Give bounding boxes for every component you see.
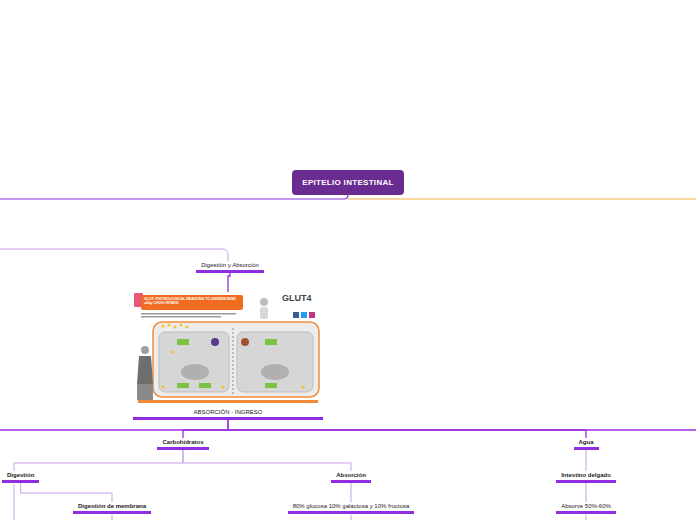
branch-connector bbox=[21, 483, 112, 502]
node-text: Digestión bbox=[7, 472, 34, 478]
branch-connector bbox=[228, 273, 230, 292]
topic-node: Carbohidratos bbox=[157, 438, 208, 450]
node-text: EPITELIO INTESTINAL bbox=[302, 178, 393, 187]
transporter bbox=[265, 383, 277, 388]
figure bbox=[137, 384, 153, 400]
glucose-dots bbox=[161, 323, 304, 388]
text-line bbox=[141, 316, 221, 318]
transporter bbox=[265, 339, 277, 345]
figure bbox=[141, 346, 149, 354]
node-text: Absorción bbox=[336, 472, 366, 478]
junction bbox=[233, 328, 234, 396]
social-icon bbox=[293, 312, 299, 318]
central-topic: EPITELIO INTESTINAL bbox=[292, 170, 403, 195]
branch-line bbox=[586, 515, 587, 520]
protein bbox=[241, 338, 249, 346]
branch-line bbox=[351, 515, 352, 520]
branch-connector bbox=[586, 450, 587, 471]
person-icon bbox=[260, 307, 268, 319]
topic-node: Intestino delgado bbox=[556, 471, 616, 483]
nucleus bbox=[261, 364, 289, 380]
branch-line bbox=[112, 515, 113, 520]
node-text: ABSORCIÓN - INGRESO bbox=[133, 409, 323, 415]
node-text: Agua bbox=[579, 439, 594, 445]
branch-connector bbox=[183, 420, 228, 438]
branch-connector bbox=[183, 450, 351, 471]
footer-bar bbox=[138, 400, 318, 403]
social-icon bbox=[309, 312, 315, 318]
node-text: Intestino delgado bbox=[561, 472, 611, 478]
glut-illustration bbox=[133, 292, 323, 406]
social-icon bbox=[301, 312, 307, 318]
branch-line bbox=[0, 249, 228, 261]
image-title: GLUT4 bbox=[282, 293, 322, 303]
header-bar bbox=[141, 295, 243, 310]
text-line bbox=[141, 313, 236, 315]
branch-line bbox=[348, 198, 696, 199]
branch-line bbox=[0, 195, 348, 199]
branch-connector bbox=[228, 420, 586, 438]
branch-line bbox=[14, 484, 15, 520]
image-ground bbox=[133, 292, 323, 406]
image-heading: GLUT: PHYSIOLOGICAL REASONS TO UNDERSTAN… bbox=[142, 296, 242, 307]
topic-node: Absorción bbox=[331, 471, 371, 483]
branch-connector bbox=[350, 483, 351, 502]
branch-connector bbox=[14, 450, 183, 471]
figure bbox=[137, 356, 153, 384]
topic-node: Digestión de membrana bbox=[73, 502, 151, 514]
protein bbox=[211, 338, 219, 346]
node-text: Absorve 50%-60% bbox=[561, 503, 611, 509]
transporter bbox=[177, 383, 189, 388]
transporter bbox=[177, 339, 189, 345]
topic-node: Absorve 50%-60% bbox=[556, 502, 616, 514]
topic-node: Agua bbox=[574, 438, 599, 450]
topic-node: Digestión bbox=[2, 471, 39, 483]
transporter bbox=[199, 383, 211, 388]
node-text: Digestión de membrana bbox=[78, 503, 146, 509]
node-text: 80% glucosa 10% galactosa y 10% fructosa bbox=[293, 503, 410, 509]
cell-outline bbox=[153, 322, 319, 397]
topic-node: Digestión y Absorción bbox=[196, 261, 264, 273]
node-text: Digestión y Absorción bbox=[201, 262, 259, 268]
branch-connector bbox=[585, 483, 586, 502]
nucleus bbox=[181, 364, 209, 380]
image-topic: ABSORCIÓN - INGRESO bbox=[133, 292, 323, 420]
topic-node: 80% glucosa 10% galactosa y 10% fructosa bbox=[288, 502, 415, 514]
node-text: Carbohidratos bbox=[162, 439, 203, 445]
enterocyte bbox=[159, 332, 229, 392]
enterocyte bbox=[237, 332, 313, 392]
person-icon bbox=[260, 298, 268, 306]
